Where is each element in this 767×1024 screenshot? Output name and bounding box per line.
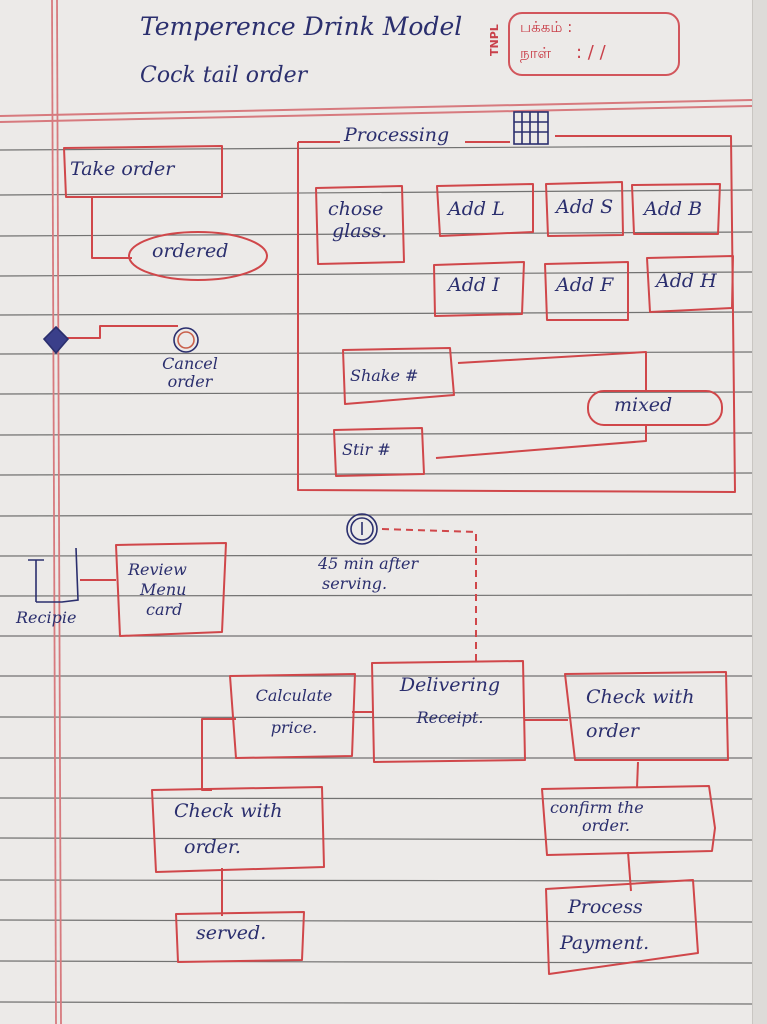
processing-label: Processing — [344, 124, 450, 146]
timer-note-line-1: 45 min after — [318, 554, 419, 573]
cancel-order-label-2: order — [167, 372, 213, 391]
mixed-label: mixed — [614, 394, 673, 416]
chose-glass-box — [315, 185, 405, 265]
add-f-label: Add F — [556, 274, 614, 296]
header-rule — [0, 99, 753, 123]
check-order-right-box — [564, 671, 729, 761]
page-edge — [752, 0, 767, 1024]
grid-icon — [513, 111, 549, 145]
stir-box — [333, 427, 425, 477]
stamp-date-label: நாள் — [520, 44, 551, 62]
margin-line — [51, 0, 62, 1024]
diagram-title: Temperence Drink Model — [140, 12, 463, 41]
add-s-label: Add S — [556, 196, 614, 218]
review-menu-label-3: card — [146, 600, 183, 619]
chose-glass-label-2: glass. — [332, 220, 388, 242]
timer-dashed-connector — [381, 528, 477, 662]
stamp-page-label: பக்கம் : — [520, 18, 573, 36]
confirm-order-label-1: confirm the — [550, 798, 644, 817]
add-b-label: Add B — [644, 198, 703, 220]
process-payment-box — [545, 879, 699, 975]
diagram-subtitle: Cock tail order — [140, 63, 308, 88]
cancel-connector — [66, 325, 178, 339]
stir-label: Stir # — [342, 440, 391, 459]
check-order-right-label-1: Check with — [586, 686, 695, 708]
review-menu-box — [115, 542, 227, 637]
ruled-lines — [0, 145, 753, 1005]
review-menu-label-2: Menu — [140, 580, 187, 599]
add-h-label: Add H — [656, 270, 717, 292]
check-order-left-label-2: order. — [184, 836, 241, 858]
confirm-order-label-2: order. — [582, 816, 630, 835]
take-order-to-ordered-connector — [91, 197, 132, 259]
calculate-price-label-1: Calculate — [255, 686, 333, 705]
confirm-order-box — [541, 785, 716, 856]
ordered-ellipse — [128, 231, 268, 281]
process-payment-label-1: Process — [568, 896, 643, 918]
calculate-price-box — [229, 673, 356, 759]
shake-box — [342, 347, 455, 405]
delivering-receipt-label-1: Delivering — [399, 674, 501, 696]
take-order-label: Take order — [70, 158, 175, 180]
decision-diamond-icon — [42, 325, 70, 355]
processing-frame — [297, 135, 736, 493]
timer-clock-icon — [346, 513, 378, 545]
delivering-receipt-box — [371, 660, 526, 763]
add-l-label: Add L — [448, 198, 505, 220]
add-i-label: Add I — [448, 274, 500, 296]
check-order-left-label-1: Check with — [174, 800, 283, 822]
calculate-price-label-2: price. — [270, 718, 318, 737]
notebook-stamp: பக்கம் : நாள் : / / — [508, 12, 680, 76]
review-menu-label-1: Review — [128, 560, 187, 579]
served-box — [175, 911, 305, 963]
chose-glass-label-1: chose — [328, 198, 384, 220]
stamp-brand: TNPL — [488, 24, 501, 56]
recipe-label: Recipie — [16, 608, 77, 627]
stamp-date-value: : / / — [576, 42, 606, 63]
recipe-bracket-icon — [28, 547, 79, 603]
ordered-label: ordered — [152, 240, 229, 262]
timer-note-line-2: serving. — [322, 574, 388, 593]
mixed-shape — [587, 390, 723, 426]
delivering-receipt-label-2: Receipt. — [416, 708, 484, 727]
shake-label: Shake # — [350, 366, 419, 385]
take-order-box — [63, 145, 223, 198]
cancel-signal-icon — [173, 327, 199, 353]
served-label: served. — [196, 922, 267, 944]
process-payment-label-2: Payment. — [560, 932, 650, 954]
check-order-left-box — [151, 786, 325, 873]
check-order-right-label-2: order — [586, 720, 640, 742]
cancel-order-label-1: Cancel — [162, 354, 218, 373]
